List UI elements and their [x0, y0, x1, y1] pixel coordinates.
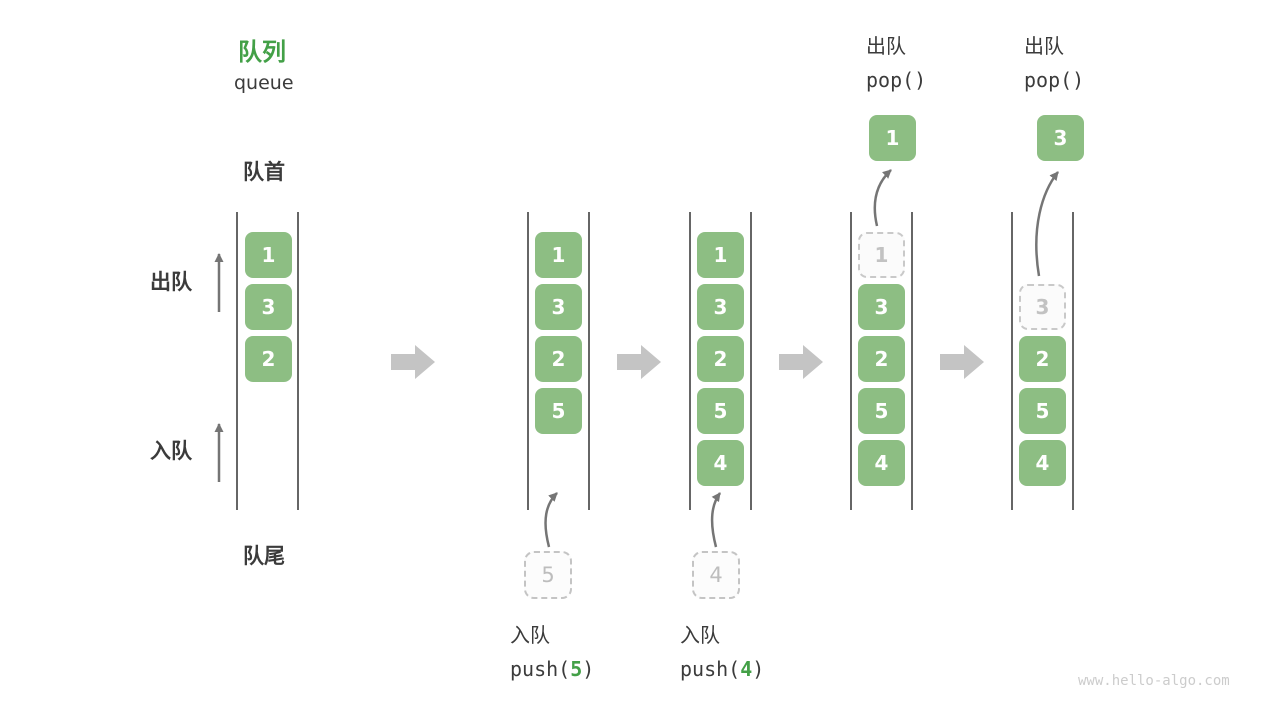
queue-wall	[297, 212, 299, 510]
step-arrow-icon	[940, 345, 984, 379]
queue-wall	[527, 212, 529, 510]
push-arg: 4	[740, 657, 753, 681]
queue-wall	[1011, 212, 1013, 510]
queue-wall	[1072, 212, 1074, 510]
ghost-cell: 1	[858, 232, 905, 278]
push-code: push(5)	[510, 657, 595, 681]
queue-wall	[689, 212, 691, 510]
queue-wall	[588, 212, 590, 510]
pop-arrow-icon	[1035, 171, 1059, 277]
incoming-cell: 5	[524, 551, 572, 599]
dequeue-direction-label: 出队	[150, 270, 192, 294]
diagram-title-en: queue	[234, 72, 294, 94]
queue-cell: 2	[535, 336, 582, 382]
queue-cell: 3	[858, 284, 905, 330]
step-arrow-icon	[779, 345, 823, 379]
pop-operation-label: 出队 pop()	[866, 30, 926, 92]
queue-cell: 3	[535, 284, 582, 330]
pop-code: pop()	[1024, 68, 1085, 92]
queue-cell: 5	[535, 388, 582, 434]
queue-cell: 2	[1019, 336, 1066, 382]
queue-cell: 2	[858, 336, 905, 382]
queue-cell: 2	[697, 336, 744, 382]
push-arg: 5	[570, 657, 583, 681]
queue-cell: 3	[697, 284, 744, 330]
push-label-zh: 入队	[510, 623, 550, 647]
pop-label-zh: 出队	[866, 34, 906, 58]
enqueue-direction-label: 入队	[150, 439, 192, 463]
push-operation-label: 入队 push(4)	[680, 619, 764, 681]
queue-cell: 4	[697, 440, 744, 486]
pop-arrow-icon	[873, 169, 892, 227]
pop-label-zh: 出队	[1024, 34, 1064, 58]
queue-cell: 5	[858, 388, 905, 434]
queue-rear-label: 队尾	[243, 544, 285, 568]
queue-cell: 5	[697, 388, 744, 434]
queue-cell: 4	[1019, 440, 1066, 486]
queue-wall	[750, 212, 752, 510]
queue-cell: 1	[535, 232, 582, 278]
push-arrow-icon	[710, 492, 722, 548]
popped-cell: 3	[1037, 115, 1084, 161]
push-operation-label: 入队 push(5)	[510, 619, 594, 681]
queue-cell: 3	[245, 284, 292, 330]
queue-cell: 5	[1019, 388, 1066, 434]
queue-front-label: 队首	[243, 160, 285, 184]
ghost-cell: 3	[1019, 284, 1066, 330]
incoming-cell: 4	[692, 551, 740, 599]
push-code: push(4)	[680, 657, 765, 681]
queue-wall	[850, 212, 852, 510]
diagram-title-zh: 队列	[238, 38, 286, 66]
push-label-zh: 入队	[680, 623, 720, 647]
push-arrow-icon	[544, 492, 558, 548]
queue-cell: 2	[245, 336, 292, 382]
step-arrow-icon	[617, 345, 661, 379]
queue-cell: 4	[858, 440, 905, 486]
step-arrow-icon	[391, 345, 435, 379]
pop-operation-label: 出队 pop()	[1024, 30, 1084, 92]
queue-wall	[911, 212, 913, 510]
queue-cell: 1	[697, 232, 744, 278]
queue-wall	[236, 212, 238, 510]
queue-cell: 1	[245, 232, 292, 278]
pop-code: pop()	[866, 68, 927, 92]
popped-cell: 1	[869, 115, 916, 161]
watermark: www.hello-algo.com	[1078, 673, 1230, 689]
